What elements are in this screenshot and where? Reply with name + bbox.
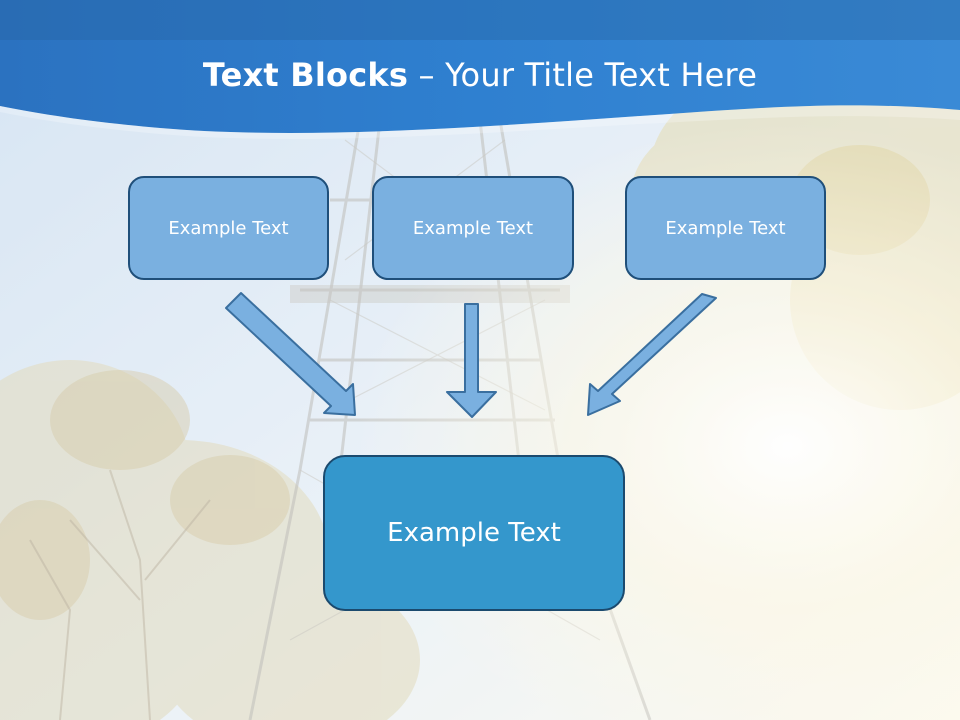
arrow-right — [587, 293, 717, 416]
header-wave — [0, 0, 960, 133]
main-text-block[interactable]: Example Text — [323, 455, 625, 611]
text-block-label: Example Text — [168, 217, 289, 239]
text-block-2[interactable]: Example Text — [372, 176, 574, 280]
text-block-3[interactable]: Example Text — [625, 176, 826, 280]
title-bold: Text Blocks — [202, 56, 409, 94]
title-separator: – — [408, 56, 446, 94]
text-block-label: Example Text — [665, 217, 786, 239]
arrow-left — [225, 292, 356, 416]
text-block-label: Example Text — [412, 217, 534, 239]
slide-title: Text Blocks – Your Title Text Here — [0, 52, 960, 98]
arrow-center — [446, 303, 497, 418]
text-block-1[interactable]: Example Text — [128, 176, 329, 280]
main-text-block-label: Example Text — [387, 518, 561, 548]
title-rest: Your Title Text Here — [445, 56, 758, 94]
